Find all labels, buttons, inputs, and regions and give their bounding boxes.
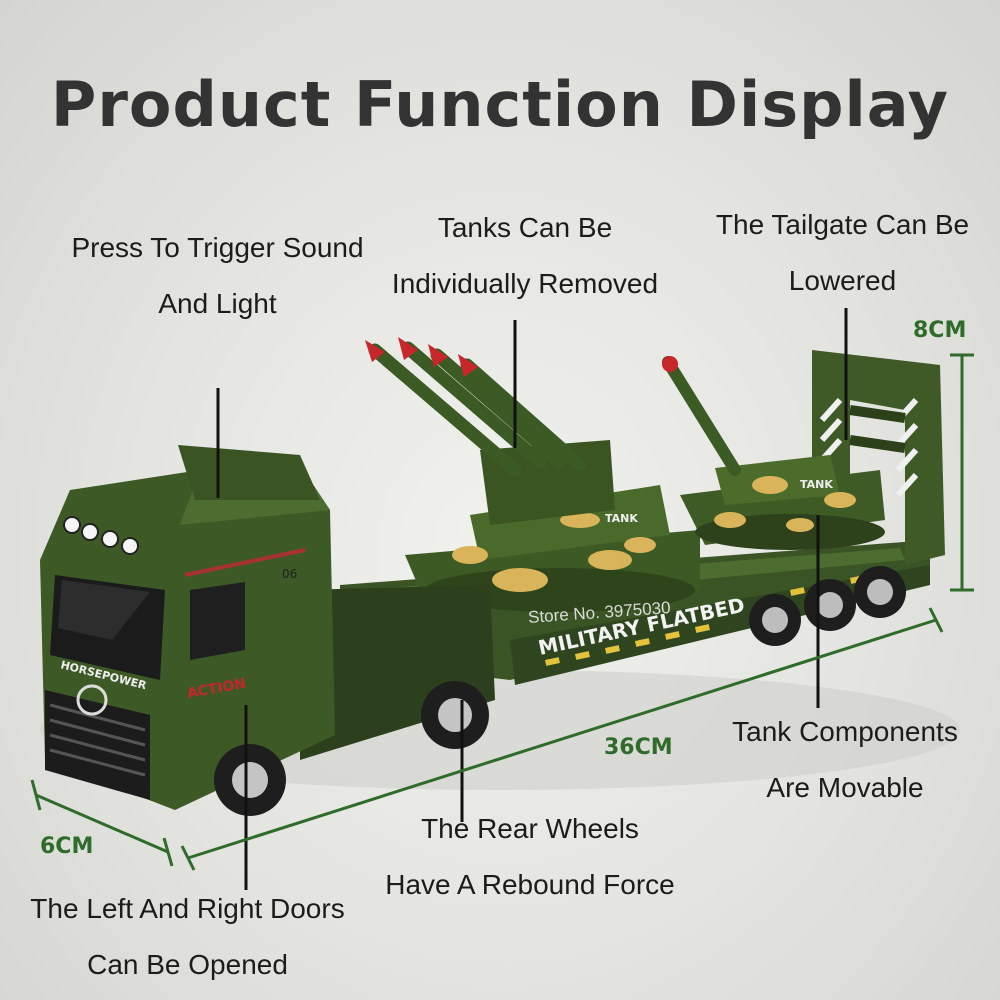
callout-doors: The Left And Right Doors Can Be Opened — [0, 881, 375, 993]
callout-line: Press To Trigger Sound — [71, 232, 364, 263]
callout-sound-light: Press To Trigger Sound And Light — [40, 220, 395, 332]
callout-line: Are Movable — [766, 772, 924, 803]
page-title: Product Function Display — [50, 68, 950, 141]
callout-lines — [216, 308, 848, 890]
truck-cab: HORSEPOWER ACTION 06 — [40, 445, 495, 816]
callout-line: The Left And Right Doors — [30, 893, 345, 924]
callout-line: Tank Components — [732, 716, 958, 747]
cab-number: 06 — [282, 567, 297, 581]
width-dimension-label: 6CM — [40, 834, 94, 859]
tank-label: TANK — [605, 512, 638, 525]
callout-tanks-removed: Tanks Can Be Individually Removed — [360, 200, 690, 312]
tank-label-2: TANK — [800, 478, 833, 491]
length-dimension-label: 36CM — [604, 735, 673, 760]
missile-tank: TANK — [365, 337, 700, 612]
callout-line: Can Be Opened — [87, 949, 288, 980]
callout-rear-wheels: The Rear Wheels Have A Rebound Force — [355, 801, 705, 913]
dimension-lines — [30, 353, 974, 871]
callout-tank-components: Tank Components Are Movable — [700, 704, 990, 816]
callout-line: Lowered — [788, 265, 897, 296]
callout-line: And Light — [158, 288, 277, 319]
battle-tank: TANK — [662, 356, 885, 550]
callout-line: Individually Removed — [391, 268, 659, 299]
callout-line: The Tailgate Can Be — [715, 209, 970, 240]
callout-line: The Rear Wheels — [421, 813, 639, 844]
height-dimension-label: 8CM — [913, 318, 967, 343]
callout-line: Tanks Can Be — [437, 212, 613, 243]
callout-tailgate: The Tailgate Can Be Lowered — [690, 197, 995, 309]
callout-line: Have A Rebound Force — [385, 869, 675, 900]
